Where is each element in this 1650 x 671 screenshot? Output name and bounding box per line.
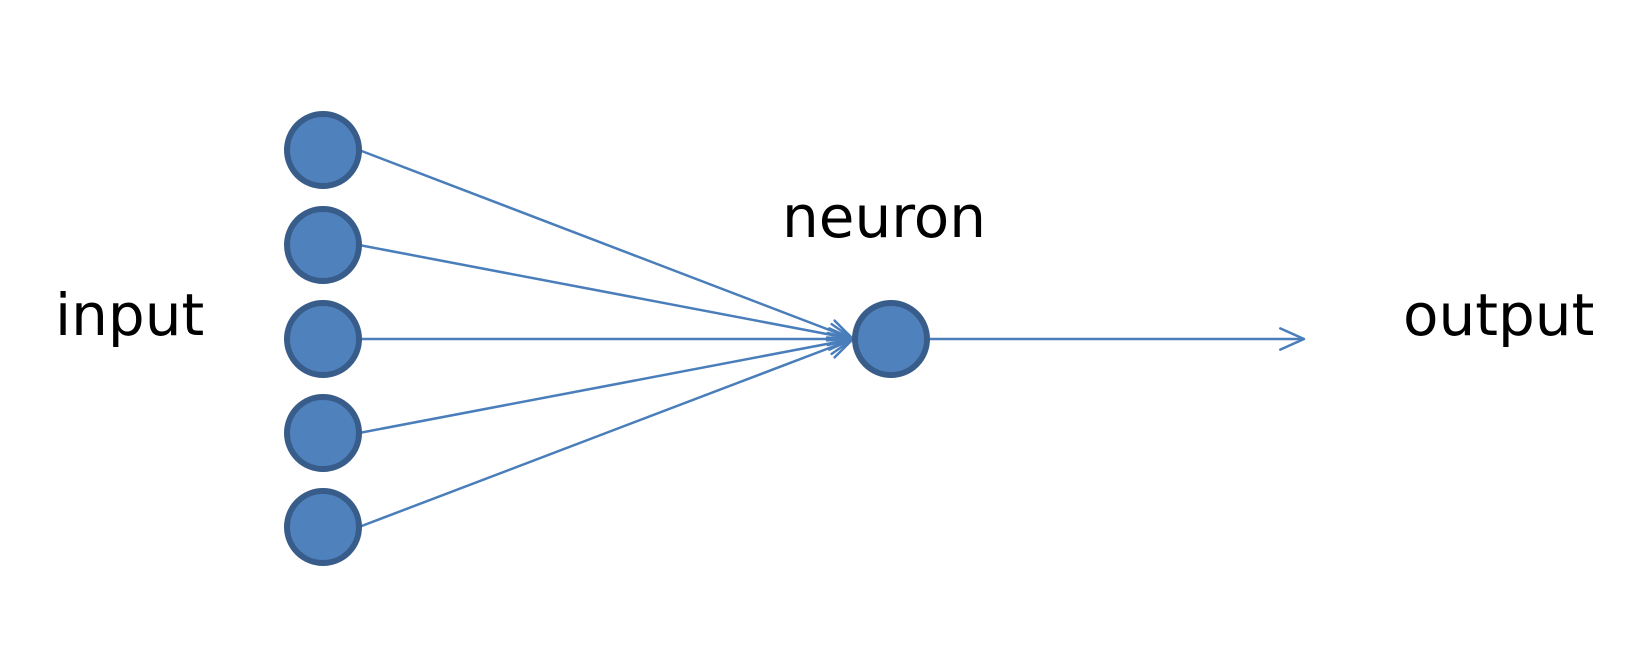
input-edge-4 xyxy=(358,337,854,435)
input-edge-1 xyxy=(358,148,854,341)
connection-edges xyxy=(358,148,1306,529)
input-node-2 xyxy=(284,206,362,284)
input-label: input xyxy=(55,281,204,349)
input-node-4 xyxy=(284,394,362,472)
neuron-label: neuron xyxy=(782,183,986,251)
neuron-node xyxy=(852,300,930,378)
input-edge-2 xyxy=(358,243,854,341)
input-node-1 xyxy=(284,111,362,189)
input-node-5 xyxy=(284,488,362,566)
output-label: output xyxy=(1403,281,1594,349)
input-edge-5 xyxy=(358,337,854,529)
input-node-3 xyxy=(284,300,362,378)
diagram-nodes xyxy=(284,111,930,566)
output-arrowhead xyxy=(1279,327,1306,351)
